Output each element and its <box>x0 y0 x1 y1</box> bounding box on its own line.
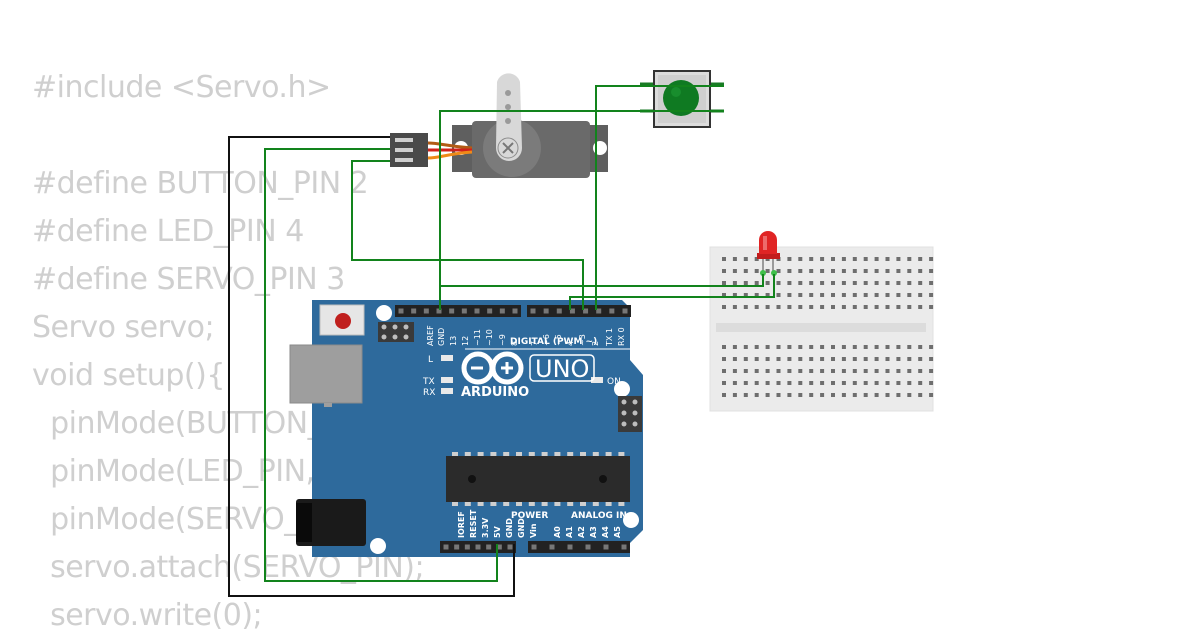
led-l <box>441 355 453 361</box>
code-line: #define BUTTON_PIN 2 <box>32 166 369 201</box>
digital-pin-label: 8 <box>510 341 519 346</box>
digital-pin-label: GND <box>437 328 446 346</box>
digital-pin-label: AREF <box>426 325 435 346</box>
code-line: void setup(){ <box>32 358 225 393</box>
analog-pin-label: A0 <box>553 526 562 538</box>
digital-pin-label: 2 <box>591 341 600 346</box>
digital-pin-label: 12 <box>461 336 470 346</box>
wire-5v[interactable] <box>264 148 498 582</box>
analog-pin-label: A2 <box>577 526 586 538</box>
arduino-logo-icon <box>461 351 524 385</box>
digital-pin-label: ~3 <box>578 334 587 346</box>
wires <box>228 85 775 597</box>
wire-button-ground[interactable] <box>439 110 724 310</box>
code-line: servo.write(0); <box>32 598 263 633</box>
power-jack <box>296 499 366 546</box>
mounting-hole <box>614 381 630 397</box>
analog-label: ANALOG IN <box>571 511 627 521</box>
digital-pin-label: 7 <box>530 341 539 346</box>
wire-led-signal[interactable] <box>569 274 775 310</box>
atmega-chip <box>446 452 630 506</box>
led-rx <box>441 388 453 394</box>
power-pin-label: IOREF <box>457 511 466 538</box>
digital-header <box>395 305 631 317</box>
digital-pin-label: ~9 <box>498 334 507 346</box>
analog-pin-label: A5 <box>613 526 622 538</box>
led-tx-label: TX <box>422 377 435 387</box>
usb-b-connector <box>289 344 363 407</box>
wire-led-ground[interactable] <box>439 274 764 310</box>
servo-motor[interactable] <box>390 73 608 178</box>
reset-button[interactable] <box>319 304 365 336</box>
mounting-hole <box>376 305 392 321</box>
digital-pin-label: ~6 <box>542 334 551 346</box>
icsp-header <box>378 322 414 342</box>
code-line: #define LED_PIN 4 <box>32 214 304 249</box>
led-l-label: L <box>428 355 433 365</box>
power-pin-label: Vin <box>529 523 538 538</box>
push-button[interactable] <box>640 70 724 128</box>
digital-pin-label: 4 <box>566 341 575 346</box>
led-on-label: ON <box>607 377 621 387</box>
analog-pin-label: A1 <box>565 526 574 538</box>
wire-servo-signal[interactable] <box>351 160 584 310</box>
mounting-hole <box>370 538 386 554</box>
red-led[interactable] <box>757 231 780 276</box>
digital-pin-label: ~5 <box>554 334 563 346</box>
power-pin-label: RESET <box>469 509 478 538</box>
digital-header-label: DIGITAL (PWM ~) <box>510 337 597 347</box>
icsp-header-right <box>618 396 642 432</box>
board-brand: ARDUINO <box>461 385 529 400</box>
power-label: POWER <box>511 511 548 521</box>
led-on <box>591 377 603 383</box>
breadboard[interactable] <box>709 246 934 412</box>
wire-button-signal[interactable] <box>595 85 724 310</box>
led-tx <box>441 377 453 383</box>
mounting-hole <box>623 512 639 528</box>
digital-pin-label: ~11 <box>473 329 482 346</box>
power-pin-label: GND <box>517 518 526 538</box>
code-line: #include <Servo.h> <box>32 70 331 105</box>
code-line: #define SERVO_PIN 3 <box>32 262 345 297</box>
power-header <box>440 541 630 553</box>
power-pin-label: GND <box>505 518 514 538</box>
power-pin-label: 5V <box>493 525 502 538</box>
breadboard-holes <box>722 257 934 397</box>
code-line: Servo servo; <box>32 310 215 345</box>
digital-pin-label: TX 1 <box>605 328 614 347</box>
analog-pin-label: A4 <box>601 526 610 538</box>
digital-pin-label: 13 <box>449 336 458 346</box>
digital-pin-label: RX 0 <box>617 327 626 346</box>
led-rx-label: RX <box>423 388 435 398</box>
analog-pin-label: A3 <box>589 526 598 538</box>
wire-ground[interactable] <box>228 136 515 597</box>
board-model: UNO <box>535 355 589 383</box>
power-pin-label: 3.3V <box>481 517 490 538</box>
digital-pin-label: ~10 <box>485 329 494 346</box>
